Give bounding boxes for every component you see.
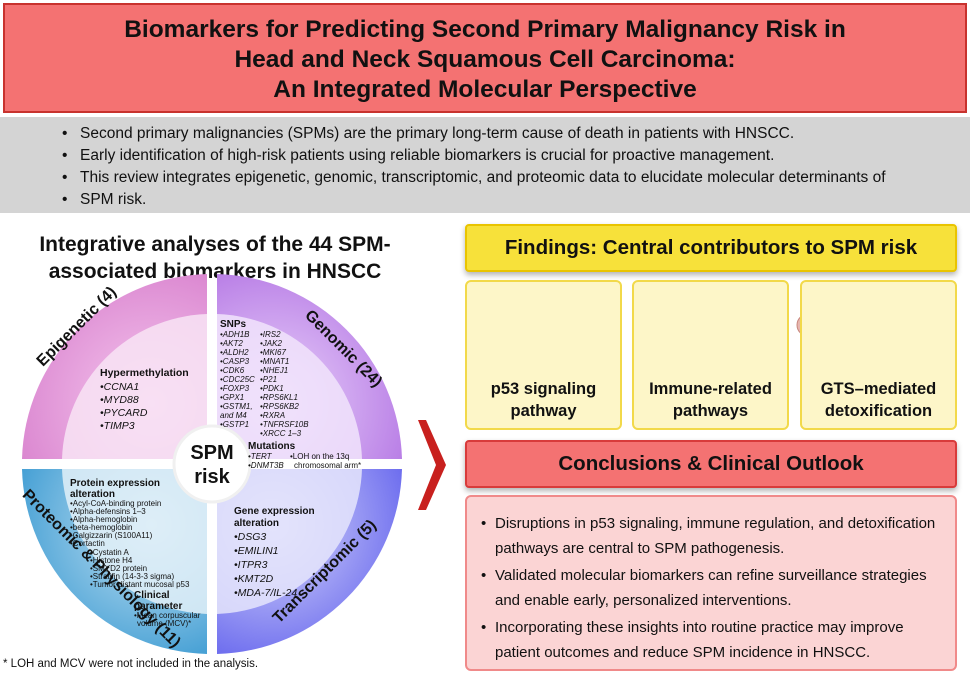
protein-heading: Protein expression	[70, 478, 160, 489]
clinical-item: volume (MCV)*	[137, 619, 191, 628]
snp-item: •RPS6KL1	[260, 393, 298, 402]
snp-item: •FOXP3	[220, 384, 250, 393]
proteomic-inner	[62, 469, 207, 614]
snp-item: •RPS6KB2	[260, 402, 299, 411]
snp-item: •P21	[260, 375, 277, 384]
gene-expr-heading: Gene expression	[234, 506, 315, 517]
loh-item: chromosomal arm*	[294, 461, 361, 470]
intro-section: Second primary malignancies (SPMs) are t…	[0, 117, 970, 213]
protein-item: •Stratifin (14-3-3 sigma)	[90, 572, 174, 581]
finding-panel-p53: p53 signaling pathway	[465, 280, 622, 430]
transcriptomic-inner	[217, 469, 362, 614]
snp-item: •RXRA	[260, 411, 285, 420]
protein-item: •beta-hemoglobin	[70, 523, 132, 532]
epigenetic-item: •MYD88	[100, 394, 139, 406]
clinical-item: •Mean corpuscular	[134, 611, 201, 620]
snp-item: •ALDH2	[220, 348, 249, 357]
title-banner: Biomarkers for Predicting Second Primary…	[3, 3, 967, 113]
gene-expr-item: •DSG3	[234, 531, 266, 543]
gene-expr-item: •KMT2D	[234, 573, 274, 585]
snp-item: •CASP3	[220, 357, 250, 366]
title-line-1: Biomarkers for Predicting Second Primary…	[124, 16, 846, 43]
left-title-line-1: Integrative analyses of the 44 SPM-	[39, 233, 391, 256]
intro-bullet-continuation: SPM risk.	[62, 189, 942, 211]
clinical-heading: Clinical	[134, 590, 170, 601]
snp-item: and M4	[220, 411, 247, 420]
genomic-inner	[217, 314, 362, 459]
snp-item: •JAK2	[260, 339, 282, 348]
center-label-1: SPM	[190, 442, 233, 464]
mutation-item: •DNMT3B	[248, 461, 284, 470]
loh-item: •LOH on the 13q	[290, 452, 349, 461]
intro-bullet: Early identification of high-risk patien…	[62, 145, 942, 167]
snp-item: •GSTM1,	[220, 402, 253, 411]
conclusion-bullet: Validated molecular biomarkers can refin…	[481, 563, 941, 613]
protein-item: •Histone H4	[90, 556, 133, 565]
footnote: * LOH and MCV were not included in the a…	[3, 658, 259, 670]
epigenetic-item: •PYCARD	[100, 407, 148, 419]
snp-item: •MKI67	[260, 348, 286, 357]
protein-heading: alteration	[70, 489, 115, 500]
conclusions-box: Disruptions in p53 signaling, immune reg…	[465, 495, 957, 671]
left-panel-title: Integrative analyses of the 44 SPM- asso…	[0, 231, 430, 285]
protein-item: •Tumor-distant mucosal p53	[90, 580, 190, 589]
snp-item: •NHEJ1	[260, 366, 288, 375]
epigenetic-heading: Hypermethylation	[100, 367, 189, 379]
snp-item: •AKT2	[220, 339, 243, 348]
finding-caption: GTS–mediated	[820, 380, 937, 398]
snp-item: •GPX1	[220, 393, 244, 402]
protein-item: •Calgizzarin (S100A11)	[70, 531, 153, 540]
protein-item: •Cystatin A	[90, 548, 129, 557]
spm-risk-circle	[172, 424, 252, 504]
findings-title: Findings: Central contributors to SPM ri…	[465, 224, 957, 272]
finding-panel-immune: Immune-related pathways	[632, 280, 789, 430]
finding-caption: p53 signaling	[490, 380, 597, 398]
gene-expr-heading: alteration	[234, 518, 279, 529]
snp-item: •GSTP1	[220, 420, 249, 429]
protein-item: •Alpha-hemoglobin	[70, 515, 137, 524]
conclusions-title: Conclusions & Clinical Outlook	[465, 440, 957, 488]
snp-item: •PDK1	[260, 384, 284, 393]
snp-item: •MNAT1	[260, 357, 289, 366]
snp-item: •IRS2	[260, 330, 281, 339]
finding-caption: pathway	[510, 402, 577, 420]
title-line-2: Head and Neck Squamous Cell Carcinoma:	[234, 46, 736, 73]
protein-item: •Cortactin	[70, 539, 105, 548]
title-line-3: An Integrated Molecular Perspective	[273, 76, 697, 103]
finding-panel-detox: GTS–mediated detoxification	[800, 280, 957, 430]
snp-item: •CDK6	[220, 366, 245, 375]
epigenetic-inner	[62, 314, 207, 459]
intro-bullet: This review integrates epigenetic, genom…	[62, 167, 942, 189]
finding-caption: detoxification	[824, 402, 933, 420]
epigenetic-item: •CCNA1	[100, 381, 139, 393]
gene-expr-item: •ITPR3	[234, 559, 268, 571]
protein-item: •Alpha-defensins 1–3	[70, 507, 146, 516]
mutation-item: •TERT	[248, 452, 273, 461]
conclusion-bullet: Disruptions in p53 signaling, immune reg…	[481, 511, 941, 561]
snp-item: •XRCC 1–3	[260, 429, 302, 438]
snp-item: •TNFRSF10B	[260, 420, 309, 429]
epigenetic-item: •TIMP3	[100, 420, 135, 432]
left-title-line-2: associated biomarkers in HNSCC	[48, 260, 382, 283]
gene-expr-item: •EMILIN1	[234, 545, 279, 557]
protein-item: •SMYD2 protein	[90, 564, 147, 573]
mutations-heading: Mutations	[248, 441, 296, 452]
snp-item: •ADH1B	[220, 330, 250, 339]
chevron-right-icon	[418, 420, 446, 510]
finding-caption: pathways	[672, 402, 749, 420]
center-label-2: risk	[194, 466, 230, 488]
snp-item: •CDC25C	[220, 375, 255, 384]
snps-heading: SNPs	[220, 319, 247, 330]
finding-caption: Immune-related	[649, 380, 772, 398]
gene-expr-item: •MDA-7/IL-24	[234, 587, 297, 599]
intro-bullet: Second primary malignancies (SPMs) are t…	[62, 123, 942, 145]
protein-item: •Acyl-CoA-binding protein	[70, 499, 161, 508]
conclusion-bullet: Incorporating these insights into routin…	[481, 615, 941, 665]
clinical-heading: parameter	[134, 601, 182, 612]
